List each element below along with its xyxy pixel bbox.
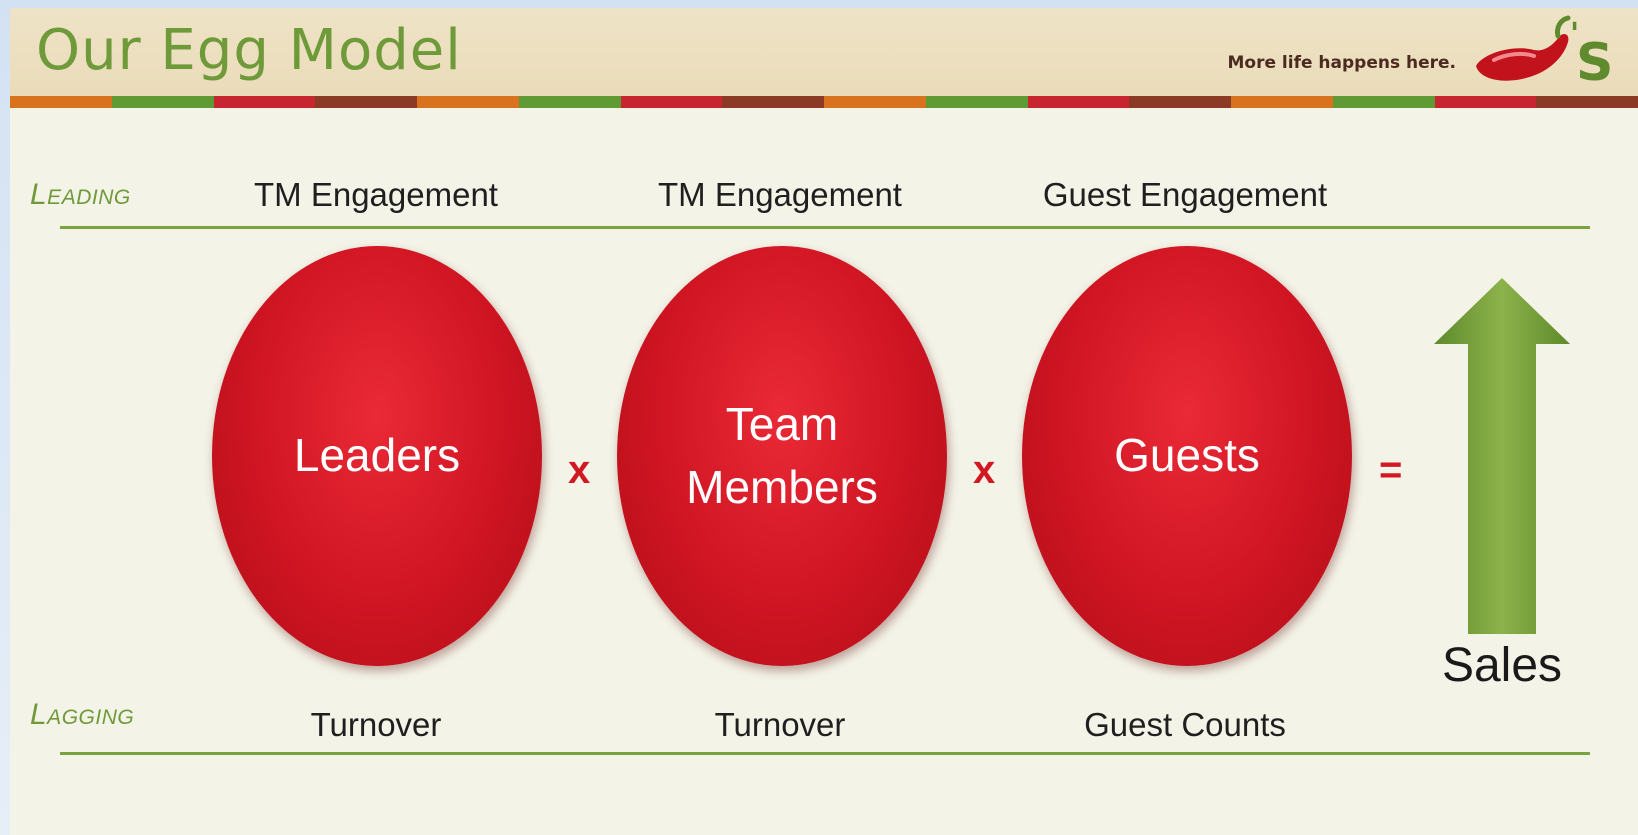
stripe-segment	[1027, 96, 1130, 108]
stripe-segment	[315, 96, 417, 108]
row-label-lagging: Lagging	[30, 698, 135, 731]
equals-operator: =	[1379, 448, 1403, 492]
stripe-segment	[620, 96, 723, 108]
multiply-operator: x	[568, 448, 591, 492]
stripe-segment	[1434, 96, 1537, 108]
stripe-segment	[824, 96, 926, 108]
stripe-segment	[111, 96, 214, 108]
slide-header: Our Egg Model More life happens here. S …	[10, 8, 1638, 96]
egg-label-line: Leaders	[293, 429, 461, 482]
header-stripe	[10, 96, 1638, 108]
stripe-segment	[417, 96, 519, 108]
stripe-segment	[10, 96, 112, 108]
lagging-label: Turnover	[310, 706, 442, 743]
egg-label-line: Members	[686, 461, 878, 513]
tagline: More life happens here.	[1227, 53, 1456, 73]
egg-label-line: Team	[725, 397, 839, 450]
slide: Our Egg Model More life happens here. S …	[10, 8, 1638, 835]
stripe-segment	[1332, 96, 1435, 108]
leading-label: TM Engagement	[254, 176, 498, 213]
up-arrow-icon	[1434, 278, 1570, 634]
slide-title: Our Egg Model	[36, 18, 462, 83]
leading-label: TM Engagement	[658, 176, 902, 213]
stripe-segment	[1231, 96, 1333, 108]
egg-label: Guests	[1047, 424, 1327, 487]
egg-team-members: Team Members	[617, 246, 947, 666]
row-label-leading: Leading	[30, 178, 131, 211]
lagging-divider	[60, 752, 1590, 755]
egg-label-line: Guests	[1114, 429, 1260, 482]
multiply-operator: x	[973, 448, 996, 492]
lagging-label: Turnover	[714, 706, 846, 743]
stripe-segment	[925, 96, 1028, 108]
egg-guests: Guests	[1022, 246, 1352, 666]
leading-label: Guest Engagement	[1042, 176, 1328, 213]
stripe-segment	[1129, 96, 1231, 108]
svg-text:': '	[1570, 17, 1579, 52]
svg-text:S: S	[1576, 33, 1612, 90]
stripe-segment	[518, 96, 621, 108]
egg-label: Team Members	[642, 393, 922, 520]
chilis-logo: S '	[1476, 15, 1612, 90]
lagging-label: Guest Counts	[1084, 706, 1286, 743]
result-label-sales: Sales	[1441, 639, 1563, 692]
egg-label: Leaders	[237, 424, 517, 487]
stripe-segment	[722, 96, 824, 108]
leading-divider	[60, 226, 1590, 229]
egg-leaders: Leaders	[212, 246, 542, 666]
stripe-segment	[213, 96, 316, 108]
stripe-segment	[1536, 96, 1638, 108]
